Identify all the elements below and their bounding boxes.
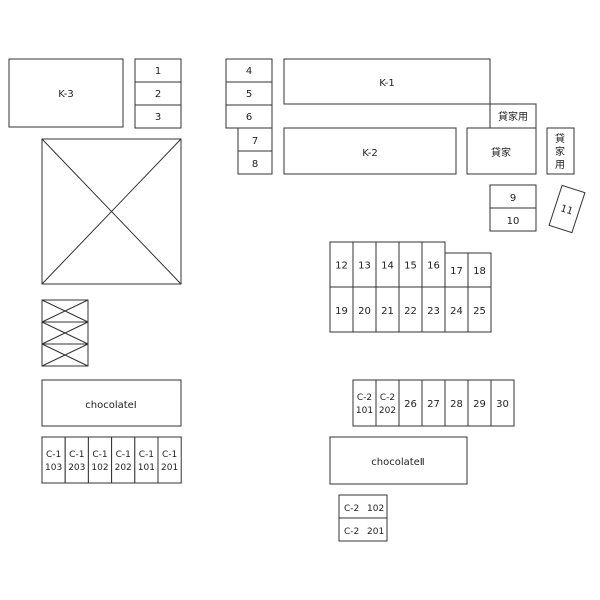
parking-space-25 (467, 286, 492, 333)
space-c1-101-label-a: C-1 (139, 450, 154, 460)
space-c1-101-label-b: 101 (138, 463, 155, 473)
space-24-label: 24 (450, 306, 463, 317)
parking-space-c2-101 (352, 379, 377, 427)
space-c2-201-label-b: 201 (367, 527, 384, 537)
space-5-label: 5 (246, 89, 252, 100)
parking-space-3 (134, 104, 182, 129)
space-30-label: 30 (496, 399, 509, 410)
building-k3-label: K-3 (58, 89, 73, 100)
rental-house-label: 貸家 (491, 146, 511, 159)
rental-vertical-char-3: 用 (555, 160, 565, 171)
rental-house (466, 127, 537, 175)
space-8-label: 8 (252, 159, 258, 170)
parking-row-c2: C-2 101 C-2 202 26 27 28 29 30 (352, 379, 515, 427)
space-9-label: 9 (510, 193, 516, 204)
space-c2-101-label-a: C-2 (357, 393, 372, 403)
parking-space-30 (490, 379, 515, 427)
parking-row-c1: C-1 103 C-1 203 C-1 102 C-1 202 C-1 101 C-1 201 (41, 436, 182, 484)
building-chocolate-2 (329, 436, 468, 485)
parking-space-c1-203 (64, 436, 89, 484)
parking-space-c1-201 (157, 436, 182, 484)
space-15-label: 15 (404, 261, 417, 272)
space-4-label: 4 (246, 66, 252, 77)
space-11-label: 11 (559, 203, 575, 217)
space-13-label: 13 (358, 261, 371, 272)
parking-space-11: 11 (548, 184, 586, 234)
space-c2-102-label-b: 102 (367, 504, 384, 514)
space-29-label: 29 (473, 399, 486, 410)
space-10-label: 10 (507, 216, 520, 227)
space-22-label: 22 (404, 306, 417, 317)
building-chocolate-1 (41, 379, 182, 427)
space-26-label: 26 (404, 399, 417, 410)
building-k1-label: K-1 (379, 78, 394, 89)
space-20-label: 20 (358, 306, 371, 317)
rental-label-box (489, 103, 537, 129)
space-25-label: 25 (473, 306, 486, 317)
building-k2 (283, 127, 457, 175)
building-chocolate-2-label: chocolateⅡ (371, 457, 424, 468)
space-c1-202-label-b: 202 (115, 463, 132, 473)
space-3-label: 3 (155, 112, 161, 123)
space-c2-101-label-b: 101 (356, 406, 373, 416)
rental-vertical-char-2: 家 (555, 145, 565, 158)
building-chocolate-1-label: chocolateⅠ (85, 400, 137, 411)
space-2-label: 2 (155, 89, 161, 100)
parking-space-c1-202 (111, 436, 136, 484)
space-17-label: 17 (450, 266, 463, 277)
space-16-label: 16 (427, 261, 440, 272)
space-c2-102-label-a: C-2 (344, 504, 359, 514)
space-6-label: 6 (246, 112, 252, 123)
space-c2-202-label-a: C-2 (380, 393, 395, 403)
space-c1-201-label-a: C-1 (162, 450, 177, 460)
parking-space-c2-202 (375, 379, 400, 427)
space-27-label: 27 (427, 399, 440, 410)
parking-space-c1-103 (41, 436, 66, 484)
space-c1-103-label-a: C-1 (46, 450, 61, 460)
space-c1-103-label-b: 103 (45, 463, 62, 473)
rental-use-label: 貸家用 (498, 110, 528, 123)
space-28-label: 28 (450, 399, 463, 410)
space-21-label: 21 (381, 306, 394, 317)
space-c1-203-label-a: C-1 (69, 450, 84, 460)
space-18-label: 18 (473, 266, 486, 277)
parking-space-8 (237, 150, 273, 175)
space-c1-102-label-b: 102 (91, 463, 108, 473)
space-12-label: 12 (335, 261, 348, 272)
building-k2-label: K-2 (362, 148, 377, 159)
space-14-label: 14 (381, 261, 394, 272)
space-7-label: 7 (252, 136, 258, 147)
parking-space-c2-201 (338, 517, 388, 542)
parking-grid-12-25: 12 19 13 20 14 21 15 22 16 23 17 24 18 25 (329, 241, 492, 333)
space-19-label: 19 (335, 306, 348, 317)
space-c1-102-label-a: C-1 (92, 450, 107, 460)
space-c2-202-label-b: 202 (379, 406, 396, 416)
crossed-stack (41, 299, 89, 367)
rental-vertical-char-1: 貸 (555, 132, 565, 145)
space-23-label: 23 (427, 306, 440, 317)
building-k3 (8, 58, 124, 128)
rental-use-vertical-box (546, 127, 575, 175)
building-k1 (283, 58, 491, 105)
space-c1-202-label-a: C-1 (116, 450, 131, 460)
space-1-label: 1 (155, 66, 161, 77)
parking-space-10 (489, 207, 537, 232)
space-c1-203-label-b: 203 (68, 463, 85, 473)
parking-space-c1-102 (87, 436, 113, 484)
space-c2-201-label-a: C-2 (344, 527, 359, 537)
space-c1-201-label-b: 201 (161, 463, 178, 473)
parking-space-c1-101 (134, 436, 159, 484)
